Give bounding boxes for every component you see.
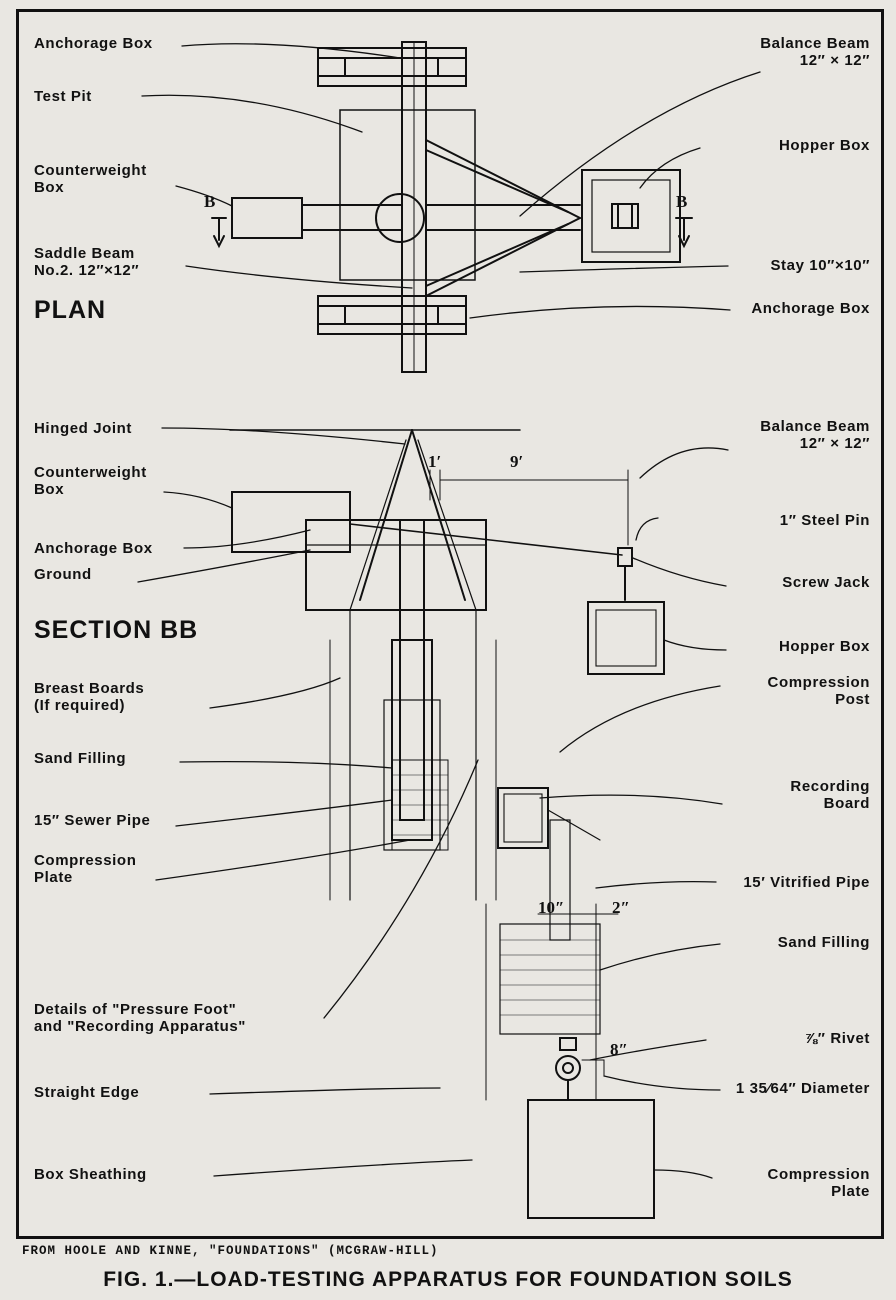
dim-1ft: 1′ <box>428 452 442 471</box>
label-anchorage-box-section: Anchorage Box <box>34 540 153 557</box>
label-diameter: 1 35⁄64″ Diameter <box>735 1080 870 1097</box>
label-box-sheathing: Box Sheathing <box>34 1166 147 1183</box>
pit-detail <box>155 677 723 1219</box>
label-screw-jack: Screw Jack <box>782 574 870 591</box>
label-recording-board: Recording Board <box>790 778 870 812</box>
section-bb-view <box>137 427 729 901</box>
label-straight-edge: Straight Edge <box>34 1084 140 1101</box>
label-hinged-joint: Hinged Joint <box>34 420 133 437</box>
label-plan: PLAN <box>34 296 107 324</box>
label-counterweight-box-section: Counterweight Box <box>34 464 147 498</box>
label-vitrified-pipe: 15′ Vitrified Pipe <box>743 874 870 891</box>
dim-10in: 10″ <box>538 898 565 917</box>
label-details: Details of "Pressure Foot" and "Recordin… <box>34 1001 247 1035</box>
label-stay: Stay 10″×10″ <box>770 257 870 274</box>
label-section-bb: SECTION BB <box>34 616 199 644</box>
label-sand-filling-right: Sand Filling <box>777 934 870 951</box>
label-ground: Ground <box>34 566 92 583</box>
label-breast-boards: Breast Boards (If required) <box>34 680 145 714</box>
figure-frame <box>16 9 884 1239</box>
label-section-mark-right: B <box>676 192 688 211</box>
label-saddle-beam: Saddle Beam No.2. 12″×12″ <box>34 245 140 279</box>
label-hopper-box-plan: Hopper Box <box>778 137 870 154</box>
figure-caption: FIG. 1.—LOAD-TESTING APPARATUS FOR FOUND… <box>103 1268 793 1291</box>
label-sewer-pipe: 15″ Sewer Pipe <box>34 812 151 829</box>
label-rivet: ⅞″ Rivet <box>804 1030 870 1047</box>
label-balance-beam-plan: Balance Beam 12″ × 12″ <box>760 35 870 69</box>
label-anchorage-box-plan-right: Anchorage Box <box>751 300 870 317</box>
dim-2in: 2″ <box>612 898 630 917</box>
label-compression-post: Compression Post <box>767 674 870 708</box>
label-section-mark-left: B <box>204 192 216 211</box>
label-test-pit: Test Pit <box>34 88 92 105</box>
dim-8in: 8″ <box>610 1040 628 1059</box>
dim-9ft: 9′ <box>510 452 524 471</box>
label-hopper-box-section: Hopper Box <box>778 638 870 655</box>
label-balance-beam-section: Balance Beam 12″ × 12″ <box>760 418 870 452</box>
label-compression-plate-left: Compression Plate <box>34 852 137 886</box>
label-anchorage-box-top: Anchorage Box <box>34 35 153 52</box>
label-counterweight-box-plan: Counterweight Box <box>34 162 147 196</box>
label-compression-plate-right: Compression Plate <box>767 1166 870 1200</box>
label-steel-pin: 1″ Steel Pin <box>779 512 870 529</box>
label-sand-filling-left: Sand Filling <box>34 750 127 767</box>
source-credit: FROM HOOLE AND KINNE, "FOUNDATIONS" (MCG… <box>22 1244 439 1258</box>
plan-view <box>141 41 761 373</box>
